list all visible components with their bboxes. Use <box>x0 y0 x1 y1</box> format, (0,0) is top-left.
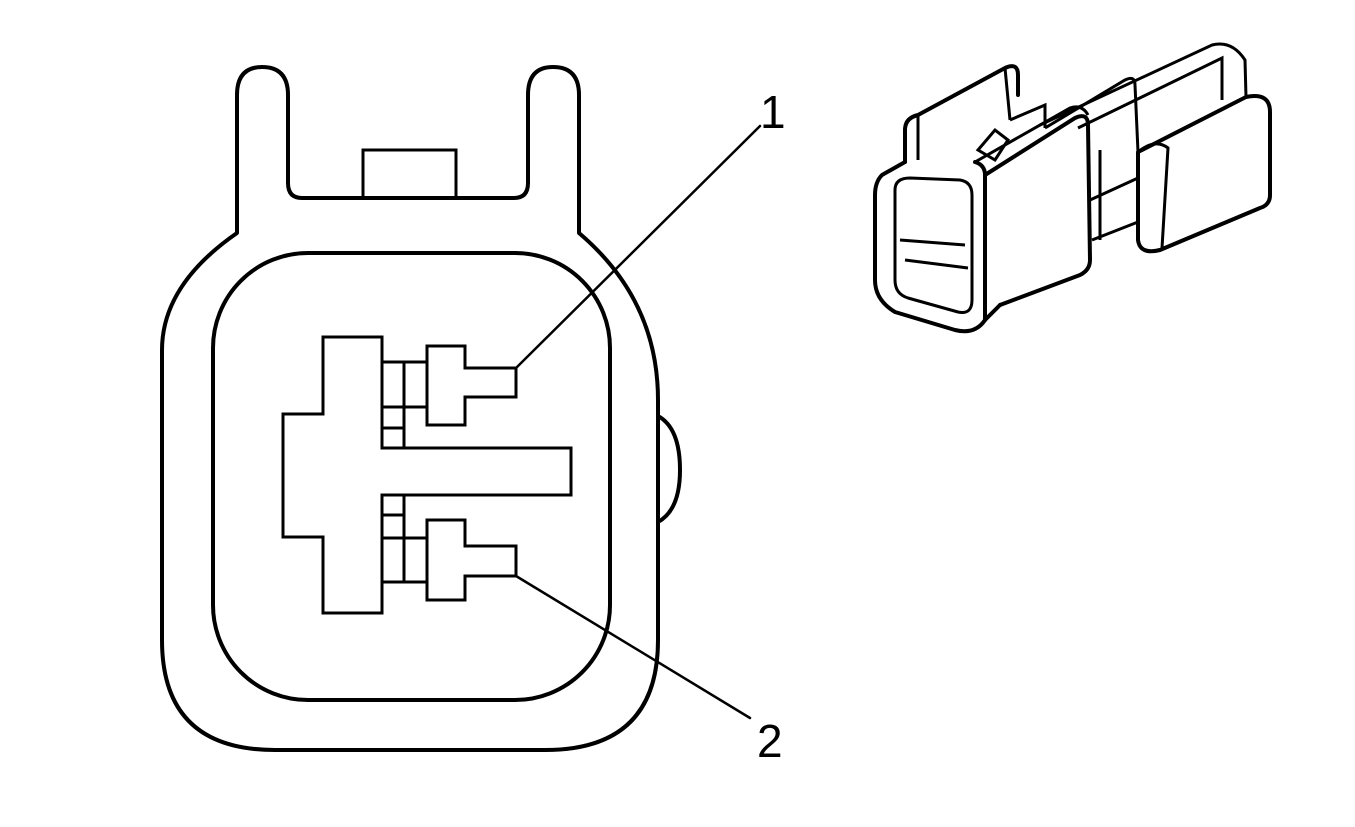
front-face-inner <box>893 176 974 314</box>
terminal-1-body <box>402 360 429 409</box>
front-face-inner-detail <box>899 238 969 270</box>
latch-channel <box>1009 102 1047 128</box>
inner-cavity <box>211 251 612 702</box>
front-face-outer <box>873 160 1002 334</box>
front-housing-rail <box>916 67 1012 160</box>
top-lock-tab <box>361 148 458 200</box>
callout-2-leader <box>514 574 752 720</box>
middle-bridge <box>1089 176 1139 242</box>
latch <box>975 127 1011 163</box>
terminal-1-pin <box>425 344 518 427</box>
front-side <box>983 114 1092 307</box>
front-face-right <box>973 160 987 322</box>
rear-block-top-inner <box>1077 55 1224 130</box>
side-bump <box>656 414 682 524</box>
front-housing <box>903 64 1020 164</box>
callout-1-label: 1 <box>760 86 786 138</box>
connector-isometric-view <box>873 42 1272 334</box>
rear-block-edge <box>1137 142 1170 249</box>
callout-2-label: 2 <box>757 715 783 767</box>
terminal-2 <box>380 493 518 602</box>
terminal-2-body <box>402 536 429 584</box>
middle-section <box>1044 76 1140 153</box>
callout-1-leader <box>514 124 762 370</box>
connector-face-view: 1 2 <box>160 65 786 767</box>
terminal-1 <box>380 344 518 450</box>
rear-block-top <box>1039 42 1248 127</box>
terminal-2-pin <box>425 518 518 602</box>
rear-block <box>1136 94 1272 254</box>
front-side-top <box>974 105 1090 164</box>
connector-housing-outline <box>160 65 660 752</box>
terminal-1-base <box>380 360 406 450</box>
